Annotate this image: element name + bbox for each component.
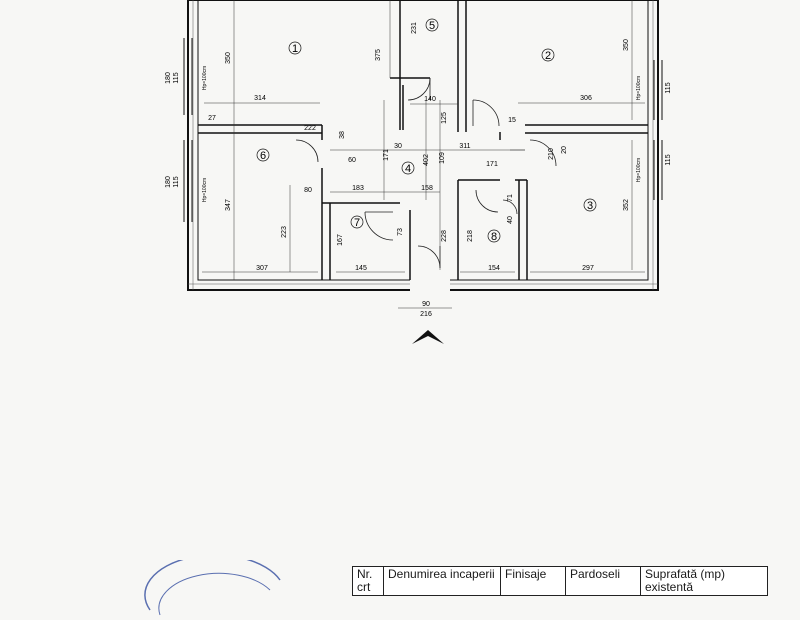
dim-label: 167	[337, 234, 344, 246]
col-header-nr: Nr. crt	[352, 566, 384, 596]
floor-plan: 1 2 3 4 5 6 7 8 350 375 314 350 306 140 …	[165, 0, 672, 344]
dim-label: 180	[165, 176, 172, 188]
windows	[183, 38, 663, 222]
dim-label: 228	[441, 230, 448, 242]
dim-label: 109	[439, 152, 446, 164]
dim-label: 40	[507, 216, 514, 224]
dim-label: 307	[256, 265, 268, 272]
entrance-gap	[410, 278, 450, 292]
window-sill-label: Hp=100cm	[636, 158, 642, 182]
rooms-table: Nr. crt Denumirea incaperii Finisaje Par…	[352, 566, 768, 596]
room-number-6: 6	[260, 150, 266, 162]
room-marker-5	[425, 18, 439, 32]
dim-label: 180	[165, 72, 172, 84]
dim-label: 115	[173, 176, 180, 187]
dim-label: 71	[507, 194, 514, 202]
room-marker-4	[401, 161, 415, 175]
room-number-2: 2	[545, 50, 551, 62]
room-marker-2	[541, 48, 555, 62]
dim-label: 158	[421, 185, 433, 192]
dim-label: 171	[486, 161, 498, 168]
dim-label: 216	[420, 311, 432, 318]
dim-label: 375	[375, 49, 382, 61]
dim-label: 145	[355, 265, 367, 272]
dimension-lines	[202, 0, 645, 309]
room-number-3: 3	[587, 200, 593, 212]
dim-label: 314	[254, 95, 266, 102]
room-number-4: 4	[405, 163, 411, 175]
dim-label: 350	[623, 39, 630, 51]
entrance-arrow-icon	[412, 330, 444, 344]
room-number-5: 5	[429, 20, 435, 32]
dim-label: 115	[665, 154, 672, 165]
table-header-row: Nr. crt Denumirea incaperii Finisaje Par…	[352, 566, 768, 596]
dim-label: 350	[225, 52, 232, 64]
dim-label: 154	[488, 265, 500, 272]
room-marker-6	[256, 148, 270, 162]
window-sill-label: Hp=100cm	[202, 178, 208, 202]
dim-label: 20	[561, 146, 568, 154]
room-number-7: 7	[354, 217, 360, 229]
dim-label: 15	[508, 117, 516, 124]
col-header-finisaje: Finisaje	[500, 566, 566, 596]
room-number-1: 1	[292, 43, 298, 55]
dim-label: 73	[397, 228, 404, 236]
window-sill-label: Hp=100cm	[636, 76, 642, 100]
dim-label: 30	[394, 143, 402, 150]
dim-label: 171	[383, 149, 390, 161]
dim-label: 231	[411, 22, 418, 34]
dim-label: 140	[424, 96, 436, 103]
doors	[295, 77, 557, 269]
dim-label: 222	[304, 125, 316, 132]
dim-label: 115	[173, 72, 180, 83]
room-marker-3	[583, 198, 597, 212]
dim-label: 80	[304, 187, 312, 194]
dim-label: 223	[281, 226, 288, 238]
dim-label: 218	[467, 230, 474, 242]
window-sill-label: Hp=100cm	[202, 66, 208, 90]
interior-walls	[198, 0, 648, 280]
dim-label: 125	[441, 112, 448, 124]
dim-label: 352	[623, 199, 630, 211]
dim-label: 27	[208, 115, 216, 122]
dim-label: 38	[339, 131, 346, 139]
col-header-suprafata: Suprafată (mp) existentă	[640, 566, 768, 596]
dim-label: 60	[348, 157, 356, 164]
room-marker-8	[487, 229, 501, 243]
room-number-8: 8	[491, 231, 497, 243]
dim-label: 297	[582, 265, 594, 272]
dim-label: 183	[352, 185, 364, 192]
dim-label: 402	[423, 154, 430, 166]
room-labels: 1 2 3 4 5 6 7 8	[256, 18, 597, 243]
dim-label: 347	[225, 199, 232, 211]
dim-label: 90	[422, 301, 430, 308]
dim-label: 306	[580, 95, 592, 102]
room-marker-1	[288, 41, 302, 55]
room-marker-7	[350, 215, 364, 229]
dimension-labels: 350 375 314 350 306 140 125 311 171 171 …	[165, 22, 672, 318]
col-header-denumirea: Denumirea incaperii	[383, 566, 501, 596]
dim-label: 311	[459, 143, 470, 150]
dim-label: 210	[548, 148, 555, 160]
dim-label: 115	[665, 82, 672, 93]
col-header-pardoseli: Pardoseli	[565, 566, 641, 596]
stamp-seal	[144, 560, 281, 616]
